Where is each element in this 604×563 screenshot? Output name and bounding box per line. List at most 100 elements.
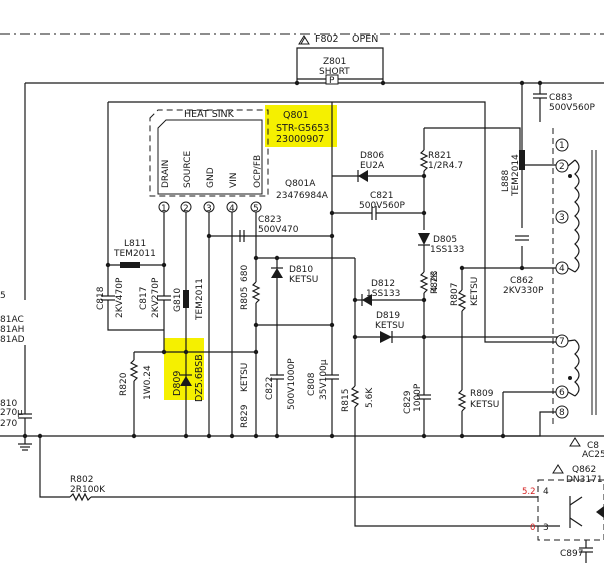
r821-label: R821 xyxy=(428,151,451,161)
winding-lead xyxy=(567,391,576,397)
warning-icon xyxy=(298,35,310,45)
l888-value: TEM2014 xyxy=(511,154,521,197)
polarity-dot xyxy=(568,174,572,178)
r815-value: 5.6K xyxy=(365,387,375,408)
r815-to-q862 xyxy=(354,515,560,527)
c862-label: C862 xyxy=(510,276,533,286)
r802-wire xyxy=(39,436,70,498)
d809-zener xyxy=(180,376,192,386)
r805-body xyxy=(251,281,261,304)
terminal-6-num: 6 xyxy=(559,388,565,398)
c883-label: C883 xyxy=(549,93,572,103)
terminal-8 xyxy=(555,405,569,419)
c821-label: C821 xyxy=(370,191,393,201)
d819-value: KETSU xyxy=(375,321,404,331)
r805-value: 680 xyxy=(240,265,250,282)
terminal-4-num: 4 xyxy=(559,264,565,274)
q801-highlight xyxy=(265,105,337,147)
l811-label: L811 xyxy=(124,239,146,249)
c862-value: 2KV330P xyxy=(503,286,544,296)
d810-label: D810 xyxy=(289,265,313,275)
c829-value: 1000P xyxy=(413,383,423,412)
r815-label: R815 xyxy=(341,389,351,412)
r823-value: 4.7K xyxy=(430,271,440,292)
c818-label: C818 xyxy=(96,286,106,310)
winding-lead xyxy=(567,267,576,273)
l888-coil xyxy=(519,150,525,170)
terminal-1 xyxy=(555,138,569,152)
pin-5-num: 5 xyxy=(253,204,259,214)
c821-value: 500V560P xyxy=(359,201,406,211)
d809-value: DZ5.6BSB xyxy=(194,354,205,402)
q801a-code: 23476984A xyxy=(276,191,329,201)
pin-ocp-label: OCP/FB xyxy=(253,155,263,188)
q801-ref: Q801 xyxy=(283,110,309,121)
q801-part: STR-G5653 xyxy=(276,123,329,134)
pin-2-num: 2 xyxy=(183,204,189,214)
r821-top xyxy=(424,127,558,166)
q862-pin3: 3 xyxy=(543,523,549,533)
r809-label: R809 xyxy=(470,389,494,399)
aux-winding xyxy=(574,339,580,397)
r829-label: R829 xyxy=(240,404,250,428)
inner-rail-top xyxy=(108,101,558,343)
ac25-label: AC25 xyxy=(582,450,604,460)
q801-code: 23000907 xyxy=(276,134,324,145)
d805-label: D805 xyxy=(433,235,457,245)
c829-label: C829 xyxy=(403,390,413,414)
c808-label: C808 xyxy=(307,372,317,396)
f802-wire xyxy=(296,47,384,83)
p-mark: P xyxy=(329,76,335,86)
c818-value: 2KV470P xyxy=(115,277,125,318)
r805-label: R805 xyxy=(240,287,250,310)
z801-box xyxy=(325,74,339,85)
primary-winding xyxy=(574,159,580,273)
left-label-81ad: 81AD xyxy=(0,335,25,345)
c883-value: 500V560P xyxy=(549,103,596,113)
c818-to-gnd xyxy=(107,322,164,331)
c822-value: 500V1000P xyxy=(287,358,297,410)
d806-value: EU2A xyxy=(360,161,385,171)
q862-transistor xyxy=(569,496,583,506)
pin-source-label: SOURCE xyxy=(183,151,193,188)
pin-vin-label: VIN xyxy=(229,172,239,188)
l811-coil xyxy=(120,262,140,268)
d805-diode xyxy=(418,233,430,245)
left-label-270b: 270 xyxy=(0,419,17,429)
c897-label: C897 xyxy=(560,549,583,559)
left-label-81ah: 81AH xyxy=(0,325,24,335)
l811-value: TEM2011 xyxy=(113,249,156,259)
g810-value: TEM2011 xyxy=(195,278,205,321)
d809-label: D809 xyxy=(172,371,183,396)
pin-3-num: 3 xyxy=(206,204,212,214)
c823-label: C823 xyxy=(258,215,281,225)
terminal-3 xyxy=(555,210,569,224)
f802-label: F802 xyxy=(315,34,339,45)
d812-label: D812 xyxy=(371,279,395,289)
d806-label: D806 xyxy=(360,151,384,161)
c8-cut-label: C8 xyxy=(587,441,599,451)
polarity-dot xyxy=(568,376,572,380)
l888-label: L888 xyxy=(501,170,511,192)
pin-drain-label: DRAIN xyxy=(161,160,171,188)
r820-body xyxy=(129,359,139,382)
q801-body xyxy=(157,119,263,195)
voltage-0: 0 xyxy=(530,523,535,533)
terminal-3-num: 3 xyxy=(559,213,565,223)
r802-value: 2R100K xyxy=(70,485,106,495)
d806-diode xyxy=(358,170,368,182)
c822-label: C822 xyxy=(265,377,275,400)
warning-icon xyxy=(569,437,581,447)
voltage-52: 5.2 xyxy=(522,487,536,497)
d809-highlight xyxy=(164,338,204,400)
r807-label: R807 xyxy=(450,283,460,306)
d810-to-bus xyxy=(276,278,332,326)
terminal-2-num: 2 xyxy=(559,162,565,172)
g810-label: G810 xyxy=(173,288,183,312)
r809-value: KETSU xyxy=(470,400,499,410)
left-label-5: 5 xyxy=(0,291,6,301)
r820-value: 1W0.24 xyxy=(143,365,153,400)
r809-body xyxy=(457,389,467,412)
q801a-ref: Q801A xyxy=(285,179,316,189)
d810-diode xyxy=(271,268,283,278)
